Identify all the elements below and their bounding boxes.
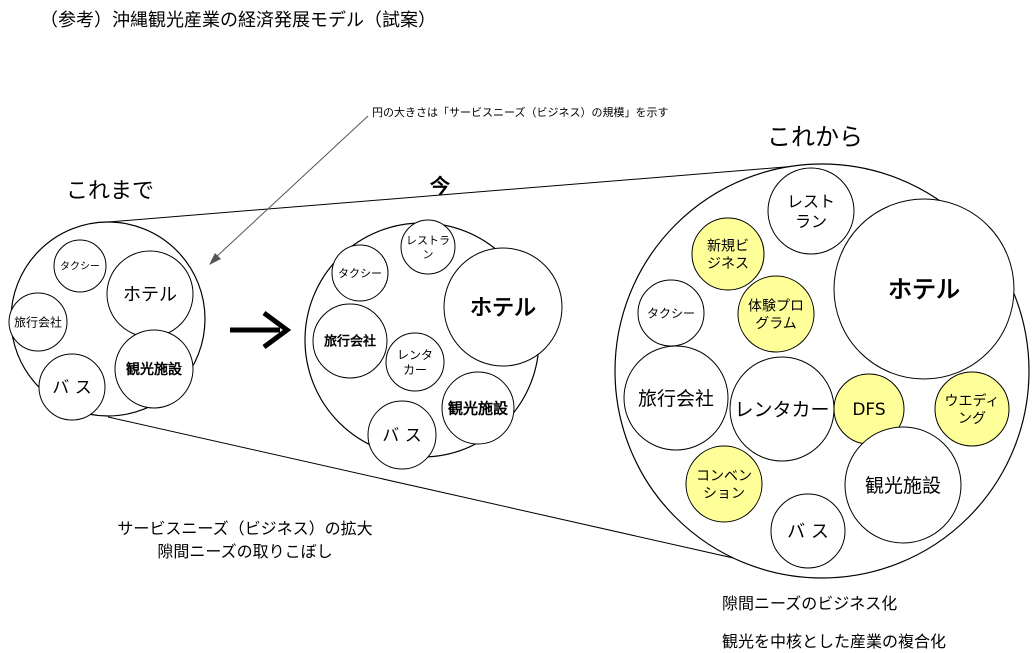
future-label-experience-program: 体験プロ bbox=[748, 298, 804, 314]
future-label-wedding: ング bbox=[958, 411, 986, 427]
future-circle-wedding bbox=[934, 371, 1010, 447]
stage-label-present: 今 bbox=[430, 174, 451, 198]
note-industry-complex: 観光を中核とした産業の複合化 bbox=[722, 632, 946, 651]
past-label-taxi: タクシー bbox=[60, 261, 100, 273]
present-label-tourist-facility: 観光施設 bbox=[448, 399, 509, 417]
past-circle-travel-agency bbox=[8, 292, 68, 352]
size-annotation: 円の大きさは「サービスニーズ（ビジネス）の規模」を示す bbox=[372, 105, 668, 119]
present-label-taxi: タクシー bbox=[338, 267, 382, 280]
present-circle-travel-agency bbox=[312, 303, 388, 379]
future-label-rental-car: レンタカー bbox=[734, 399, 829, 421]
past-label-tourist-facility: 観光施設 bbox=[126, 361, 183, 378]
present-circle-restaurant bbox=[400, 219, 456, 275]
future-label-tourist-facility: 観光施設 bbox=[865, 475, 941, 497]
connector-line bbox=[107, 163, 823, 223]
present-label-bus: バ ス bbox=[382, 426, 421, 446]
annotation-arrow-head bbox=[209, 253, 221, 265]
future-circle-tourist-facility bbox=[844, 426, 962, 544]
past-circle-tourist-facility bbox=[114, 329, 194, 409]
present-circle-tourist-facility bbox=[441, 371, 515, 445]
present-circle-taxi bbox=[331, 244, 389, 302]
connector-line bbox=[107, 416, 823, 579]
present-circle-rental-car bbox=[385, 332, 445, 392]
present-label-rental-car: レンタ bbox=[397, 348, 433, 362]
future-label-experience-program: グラム bbox=[755, 316, 797, 332]
past-circle-taxi bbox=[53, 239, 107, 293]
stage-label-past: これまで bbox=[66, 179, 154, 204]
past-label-hotel: ホテル bbox=[123, 284, 177, 305]
note-expansion: サービスニーズ（ビジネス）の拡大 bbox=[117, 519, 372, 538]
future-circle-new-business bbox=[691, 217, 765, 291]
note-niche-missed: 隙間ニーズの取りこぼし bbox=[157, 542, 332, 561]
note-niche-business: 隙間ニーズのビジネス化 bbox=[722, 594, 897, 613]
future-label-wedding: ウエディ bbox=[944, 392, 999, 409]
present-circle-hotel bbox=[443, 247, 563, 367]
present-label-restaurant: ン bbox=[423, 248, 434, 261]
transition-arrow-head bbox=[262, 310, 292, 350]
page-title: （参考）沖縄観光産業の経済発展モデル（試案） bbox=[40, 10, 436, 31]
future-circle-restaurant bbox=[767, 167, 855, 255]
past-circle-bus bbox=[38, 353, 106, 421]
future-label-restaurant: ラン bbox=[795, 212, 827, 231]
future-circle-hotel bbox=[833, 198, 1015, 380]
past-label-bus: バ ス bbox=[52, 378, 91, 398]
present-label-restaurant: レストラ bbox=[406, 234, 450, 247]
present-label-hotel: ホテル bbox=[470, 296, 536, 321]
present-label-rental-car: カー bbox=[403, 363, 427, 377]
future-label-travel-agency: 旅行会社 bbox=[638, 388, 714, 410]
future-label-dfs: DFS bbox=[852, 400, 885, 420]
future-circle-convention bbox=[685, 445, 763, 523]
future-label-hotel: ホテル bbox=[888, 276, 960, 304]
past-label-travel-agency: 旅行会社 bbox=[14, 314, 62, 329]
future-label-restaurant: レスト bbox=[787, 192, 835, 211]
future-label-new-business: 新規ビ bbox=[707, 238, 749, 254]
future-label-taxi: タクシー bbox=[647, 306, 695, 320]
stage-label-future: これから bbox=[767, 123, 863, 151]
present-circle-bus bbox=[367, 400, 437, 470]
future-circle-travel-agency bbox=[623, 345, 729, 451]
future-label-convention: ション bbox=[703, 486, 745, 502]
future-label-convention: コンベン bbox=[696, 468, 752, 484]
present-label-travel-agency: 旅行会社 bbox=[324, 334, 376, 350]
future-circle-experience-program bbox=[737, 275, 815, 353]
future-label-bus: バ ス bbox=[787, 521, 829, 542]
annotation-arrow-line bbox=[213, 115, 369, 260]
future-label-new-business: ジネス bbox=[707, 256, 749, 272]
future-circle-bus bbox=[770, 493, 846, 569]
